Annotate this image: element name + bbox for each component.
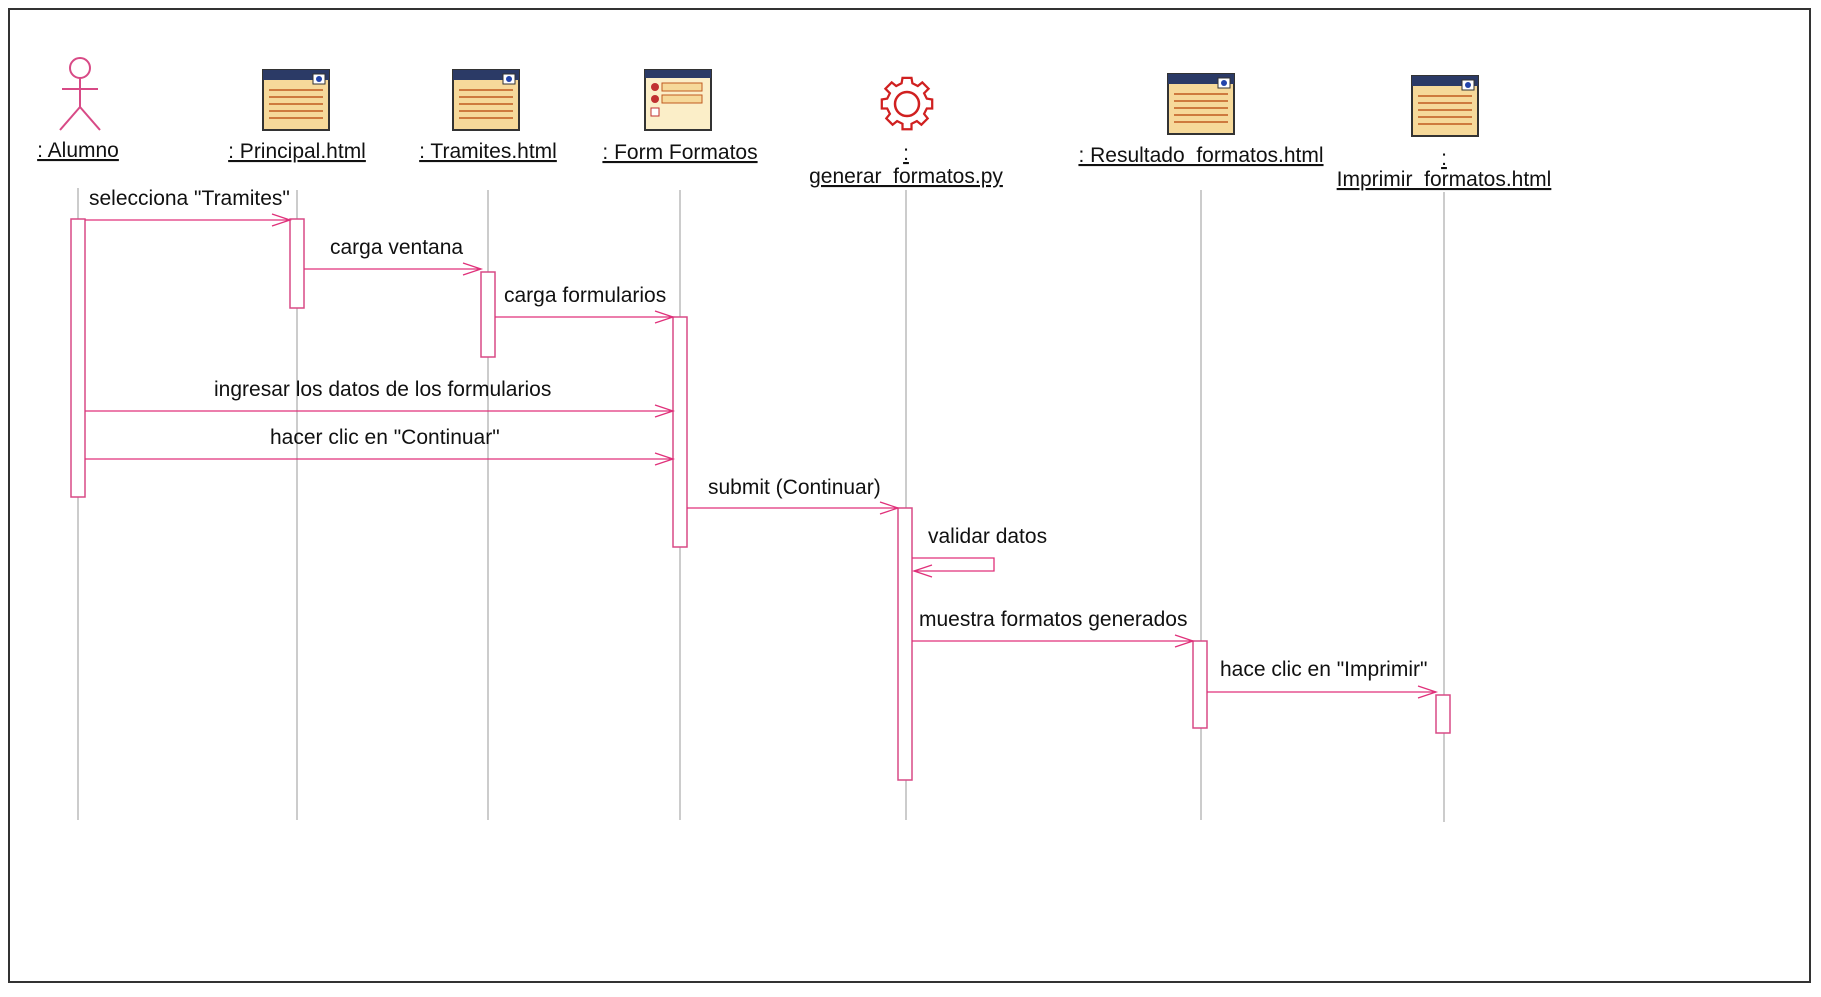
message-arrow-carga-ventana bbox=[304, 262, 484, 276]
html-page-icon bbox=[1411, 75, 1479, 137]
participant-label-tramites: : Tramites.html bbox=[419, 140, 557, 163]
message-label-validar: validar datos bbox=[928, 525, 1047, 548]
activation-generar bbox=[897, 507, 913, 781]
message-label-hacer-clic: hacer clic en "Continuar" bbox=[270, 426, 500, 449]
message-label-imprimir: hace clic en "Imprimir" bbox=[1220, 658, 1427, 681]
message-arrow-imprimir bbox=[1207, 685, 1439, 699]
participant-label-imprimir: Imprimir_formatos.html bbox=[1337, 168, 1552, 191]
message-arrow-carga-formularios bbox=[495, 310, 676, 324]
html-page-icon bbox=[262, 69, 330, 131]
activation-resultado bbox=[1192, 640, 1208, 729]
participant-label-alumno: : Alumno bbox=[37, 139, 119, 162]
participant-label-principal: : Principal.html bbox=[228, 140, 366, 163]
message-arrow-selecciona bbox=[85, 213, 293, 227]
activation-alumno bbox=[70, 218, 86, 498]
activation-tramites bbox=[480, 271, 496, 358]
activation-principal bbox=[289, 218, 305, 309]
participant-label-imprimir-prefix: : bbox=[1441, 147, 1447, 170]
gear-icon bbox=[880, 76, 934, 131]
participant-label-resultado: : Resultado_formatos.html bbox=[1078, 144, 1323, 167]
activation-imprimir bbox=[1435, 694, 1451, 734]
actor-icon bbox=[59, 57, 101, 131]
html-page-icon bbox=[1167, 73, 1235, 135]
participant-label-generar: generar_formatos.py bbox=[809, 165, 1003, 188]
activation-form bbox=[672, 316, 688, 548]
diagram-frame: : Alumno : Principal.html : Tramites.htm… bbox=[8, 8, 1811, 983]
form-icon bbox=[644, 69, 712, 131]
message-label-ingresar: ingresar los datos de los formularios bbox=[214, 378, 551, 401]
participant-label-generar-prefix: : bbox=[903, 142, 909, 165]
html-page-icon bbox=[452, 69, 520, 131]
message-label-carga-formularios: carga formularios bbox=[504, 284, 666, 307]
message-arrow-muestra bbox=[912, 634, 1196, 648]
participant-label-form: : Form Formatos bbox=[602, 141, 757, 164]
message-arrow-validar bbox=[911, 557, 995, 578]
message-label-selecciona: selecciona "Tramites" bbox=[89, 187, 290, 210]
message-label-submit: submit (Continuar) bbox=[708, 476, 881, 499]
message-label-muestra: muestra formatos generados bbox=[919, 608, 1187, 631]
sequence-diagram: : Alumno : Principal.html : Tramites.htm… bbox=[37, 57, 1552, 822]
message-label-carga-ventana: carga ventana bbox=[330, 236, 463, 259]
message-arrow-ingresar bbox=[85, 404, 676, 418]
message-arrow-submit bbox=[687, 501, 901, 515]
message-arrow-hacer-clic bbox=[85, 452, 676, 466]
